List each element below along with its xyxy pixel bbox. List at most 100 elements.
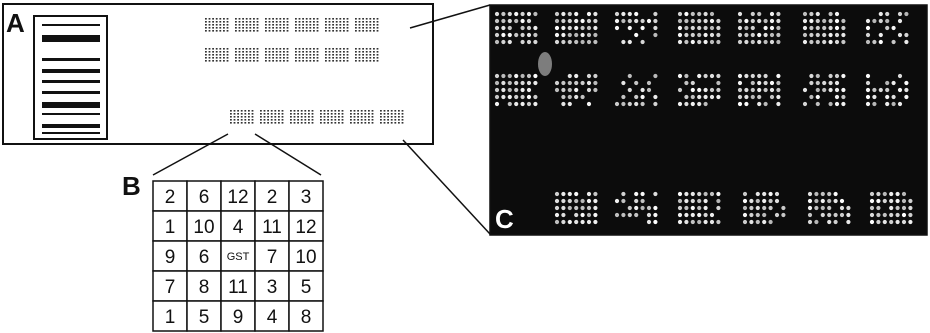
- connector-a-c-bottom: [402, 139, 491, 235]
- grid-cell-value: 6: [199, 247, 210, 268]
- slide-spot-block: [235, 18, 259, 32]
- slide-spot-block: [350, 110, 374, 124]
- grid-cell: 7: [254, 240, 290, 272]
- fluorescence-block: [869, 191, 913, 225]
- slide-spot-block: [260, 110, 284, 124]
- fluorescence-block: [554, 191, 598, 225]
- fluorescence-block: [677, 73, 721, 107]
- slide-spot-block: [265, 18, 289, 32]
- grid-cell: 1: [152, 210, 188, 242]
- fluorescence-block: [742, 191, 786, 225]
- slide-spot-block: [380, 110, 404, 124]
- grid-cell-value: 5: [301, 277, 312, 298]
- grid-cell-value: 9: [233, 307, 244, 328]
- grid-cell: 3: [254, 270, 290, 302]
- grid-cell-value: 10: [193, 217, 214, 238]
- barcode-line: [42, 113, 100, 115]
- grid-cell-value: 4: [233, 217, 244, 238]
- fluorescence-block: [865, 73, 909, 107]
- barcode-line: [42, 58, 100, 61]
- barcode-frame: [33, 15, 108, 140]
- slide-spot-block: [325, 18, 349, 32]
- grid-cell: 5: [288, 270, 324, 302]
- panel-a-label: A: [6, 8, 25, 38]
- grid-cell: 12: [220, 180, 256, 212]
- grid-cell-value: 3: [301, 187, 312, 208]
- slide-spot-block: [295, 48, 319, 62]
- barcode-line: [42, 69, 100, 73]
- grid-cell-value: 5: [199, 307, 210, 328]
- grid-cell-value: 7: [165, 277, 176, 298]
- fluorescence-block: [737, 73, 781, 107]
- barcode-line: [42, 132, 100, 134]
- connector-a-b-left: [152, 133, 229, 176]
- fluorescence-spot-blocks: [494, 11, 913, 225]
- fluorescence-block: [807, 191, 851, 225]
- panel-a: A: [2, 3, 434, 145]
- grid-cell: 10: [288, 240, 324, 272]
- slide-spot-block: [295, 18, 319, 32]
- grid-cell-value: 1: [165, 307, 176, 328]
- fluorescence-block: [737, 11, 781, 45]
- grid-cell-value: 8: [301, 307, 312, 328]
- fluorescence-block: [554, 11, 598, 45]
- smear-artifact: [538, 52, 552, 76]
- fluorescence-block: [802, 11, 846, 45]
- grid-cell: 4: [254, 300, 290, 332]
- fluorescence-block: [614, 11, 658, 45]
- grid-cell: 6: [186, 180, 222, 212]
- fluorescence-block: [677, 191, 721, 225]
- slide-spot-block: [320, 110, 344, 124]
- barcode-line: [42, 102, 100, 108]
- fluorescence-block: [614, 73, 658, 107]
- panel-c-label: C: [495, 204, 514, 234]
- grid-cell: GST: [220, 240, 256, 272]
- slide-spot-block: [205, 48, 229, 62]
- fluorescence-block: [494, 11, 538, 45]
- grid-cell: 12: [288, 210, 324, 242]
- slide-spot-block: [230, 110, 254, 124]
- barcode-line: [42, 35, 100, 42]
- grid-cell: 9: [152, 240, 188, 272]
- connector-a-b-right: [254, 133, 322, 176]
- grid-cell: 11: [254, 210, 290, 242]
- grid-cell: 9: [220, 300, 256, 332]
- slide-spot-block: [355, 18, 379, 32]
- fluorescence-block: [494, 73, 538, 107]
- grid-cell: 2: [254, 180, 290, 212]
- barcode-line: [42, 80, 100, 83]
- grid-cell: 8: [288, 300, 324, 332]
- grid-cell: 5: [186, 300, 222, 332]
- grid-cell-value: 4: [267, 307, 278, 328]
- grid-cell-value: 11: [228, 277, 248, 298]
- slide-spot-block: [355, 48, 379, 62]
- grid-cell: 10: [186, 210, 222, 242]
- grid-cell-value: 6: [199, 187, 210, 208]
- panel-c: C: [489, 4, 928, 236]
- grid-cell: 7: [152, 270, 188, 302]
- connector-a-c-top: [409, 4, 491, 29]
- fluorescence-block: [677, 11, 721, 45]
- grid-cell: 1: [152, 300, 188, 332]
- grid-cell: 4: [220, 210, 256, 242]
- grid-cell-value: 7: [267, 247, 278, 268]
- grid-cell: 8: [186, 270, 222, 302]
- grid-cell-value: 1: [165, 217, 176, 238]
- fluorescence-block: [614, 191, 658, 225]
- grid-cell-value: 10: [295, 247, 316, 268]
- grid-cell: 6: [186, 240, 222, 272]
- grid-cell: 11: [220, 270, 256, 302]
- grid-cell-value: 3: [267, 277, 278, 298]
- fluorescence-block: [802, 73, 846, 107]
- grid-cell-value: 9: [165, 247, 176, 268]
- barcode-line: [42, 124, 100, 128]
- barcode: [42, 24, 100, 134]
- fluorescence-block: [865, 11, 909, 45]
- slide-spot-blocks: [205, 18, 404, 124]
- barcode-line: [42, 24, 100, 26]
- barcode-line: [42, 91, 100, 94]
- grid-cell-value: 8: [199, 277, 210, 298]
